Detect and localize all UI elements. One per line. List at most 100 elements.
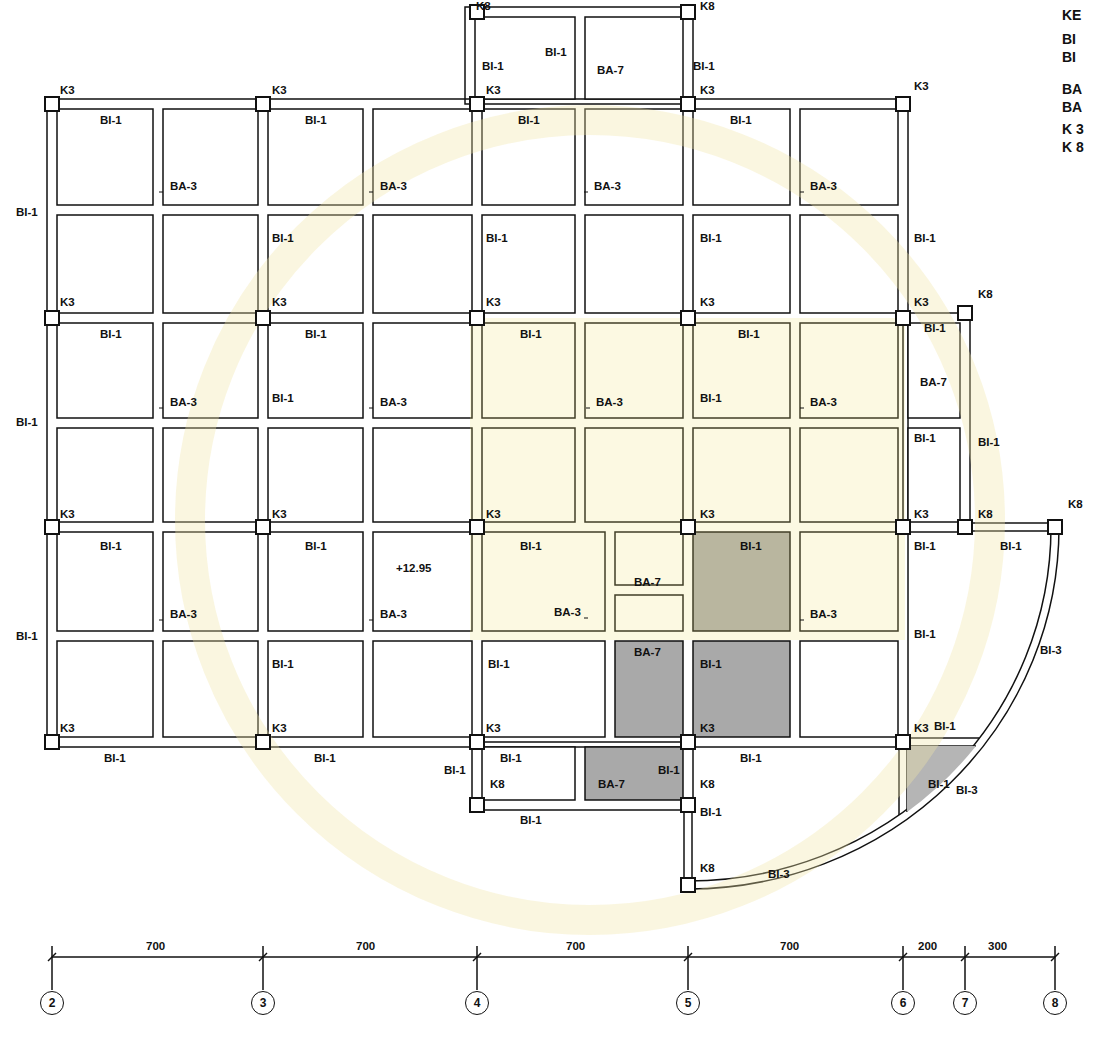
column-square (45, 97, 59, 111)
axis-bubble: 4 (465, 991, 489, 1015)
tick-mark (159, 620, 163, 621)
member-label: BA-3 (170, 180, 197, 193)
legend-key: KE (1062, 8, 1081, 23)
column-square (470, 97, 484, 111)
axis-line (51, 946, 53, 990)
slab-panel (373, 215, 472, 313)
axis-bubble: 5 (676, 991, 700, 1015)
member-label: BI-1 (314, 752, 336, 765)
member-label: BA-3 (554, 606, 581, 619)
member-label: BI-1 (740, 752, 762, 765)
member-label: 700 (566, 940, 585, 953)
column-square (681, 97, 695, 111)
column-square (45, 520, 59, 534)
member-label: BI-1 (444, 764, 466, 777)
member-label: K3 (914, 508, 929, 521)
column-square (681, 878, 695, 892)
member-label: BA-3 (170, 396, 197, 409)
member-label: K3 (486, 722, 501, 735)
axis-line (476, 946, 478, 990)
column-square (896, 735, 910, 749)
member-label: BI-1 (100, 114, 122, 127)
slab-panel (615, 641, 683, 737)
tick-mark (159, 192, 163, 193)
member-label: BI-3 (1040, 644, 1062, 657)
column-square (896, 520, 910, 534)
column-square (681, 5, 695, 19)
member-label: K3 (60, 722, 75, 735)
member-label: BI-1 (272, 392, 294, 405)
member-label: BI-1 (914, 232, 936, 245)
slab-panel (585, 17, 683, 99)
member-label: BI-1 (520, 540, 542, 553)
column-square (45, 735, 59, 749)
axis-number: 6 (900, 996, 907, 1010)
column-square (681, 311, 695, 325)
member-label: BI-1 (693, 60, 715, 73)
slab-panel (585, 215, 683, 313)
column-square (896, 97, 910, 111)
axis-bubble: 8 (1043, 991, 1067, 1015)
member-label: BI-1 (700, 232, 722, 245)
tick-mark (369, 192, 373, 193)
slab-panel (693, 215, 790, 313)
legend-key: K 8 (1062, 140, 1084, 155)
member-label: BI-1 (700, 392, 722, 405)
member-label: BA-3 (594, 180, 621, 193)
member-label: K8 (476, 0, 491, 13)
tick-mark (800, 192, 804, 193)
legend-key: BA (1062, 100, 1082, 115)
slab-panel (800, 109, 898, 205)
slab-panel (585, 747, 683, 800)
column-square (681, 520, 695, 534)
member-label: BI-1 (520, 814, 542, 827)
column-square (681, 798, 695, 812)
tick-mark (800, 620, 804, 621)
column-square (256, 97, 270, 111)
member-label: BA-3 (810, 180, 837, 193)
column-square (958, 520, 972, 534)
tick-mark (584, 618, 588, 619)
member-label: K3 (486, 508, 501, 521)
member-label: BI-1 (104, 752, 126, 765)
member-label: BI-1 (545, 46, 567, 59)
member-label: K3 (272, 296, 287, 309)
beam-edge (683, 810, 685, 885)
slab-panel (482, 641, 605, 737)
axis-bubble: 3 (251, 991, 275, 1015)
member-label: BI-1 (100, 540, 122, 553)
slab-panel (373, 428, 472, 522)
member-label: BI-1 (934, 720, 956, 733)
member-label: K3 (272, 84, 287, 97)
axis-number: 4 (474, 996, 481, 1010)
member-label: BI-1 (658, 764, 680, 777)
member-label: BI-1 (305, 328, 327, 341)
dimension-tick (899, 953, 907, 961)
member-label: K3 (914, 722, 929, 735)
member-label: BI-1 (305, 114, 327, 127)
axis-number: 5 (685, 996, 692, 1010)
member-label: 300 (988, 940, 1007, 953)
column-square (470, 520, 484, 534)
axis-number: 2 (49, 996, 56, 1010)
legend-key: BI (1062, 32, 1076, 47)
slab-panel (268, 641, 363, 737)
slab-panel (57, 215, 153, 313)
member-label: BA-7 (597, 64, 624, 77)
member-label: K3 (272, 508, 287, 521)
member-label: BI-1 (914, 628, 936, 641)
column-square (896, 311, 910, 325)
slab-panel (693, 641, 790, 737)
tick-mark (584, 192, 588, 193)
member-label: K8 (700, 778, 715, 791)
member-label: K3 (700, 84, 715, 97)
member-label: BI-1 (740, 540, 762, 553)
column-square (256, 735, 270, 749)
member-label: 700 (356, 940, 375, 953)
tick-mark (369, 620, 373, 621)
column-square (470, 735, 484, 749)
beam-edge (472, 742, 693, 810)
column-square (681, 735, 695, 749)
member-label: BI-1 (272, 658, 294, 671)
